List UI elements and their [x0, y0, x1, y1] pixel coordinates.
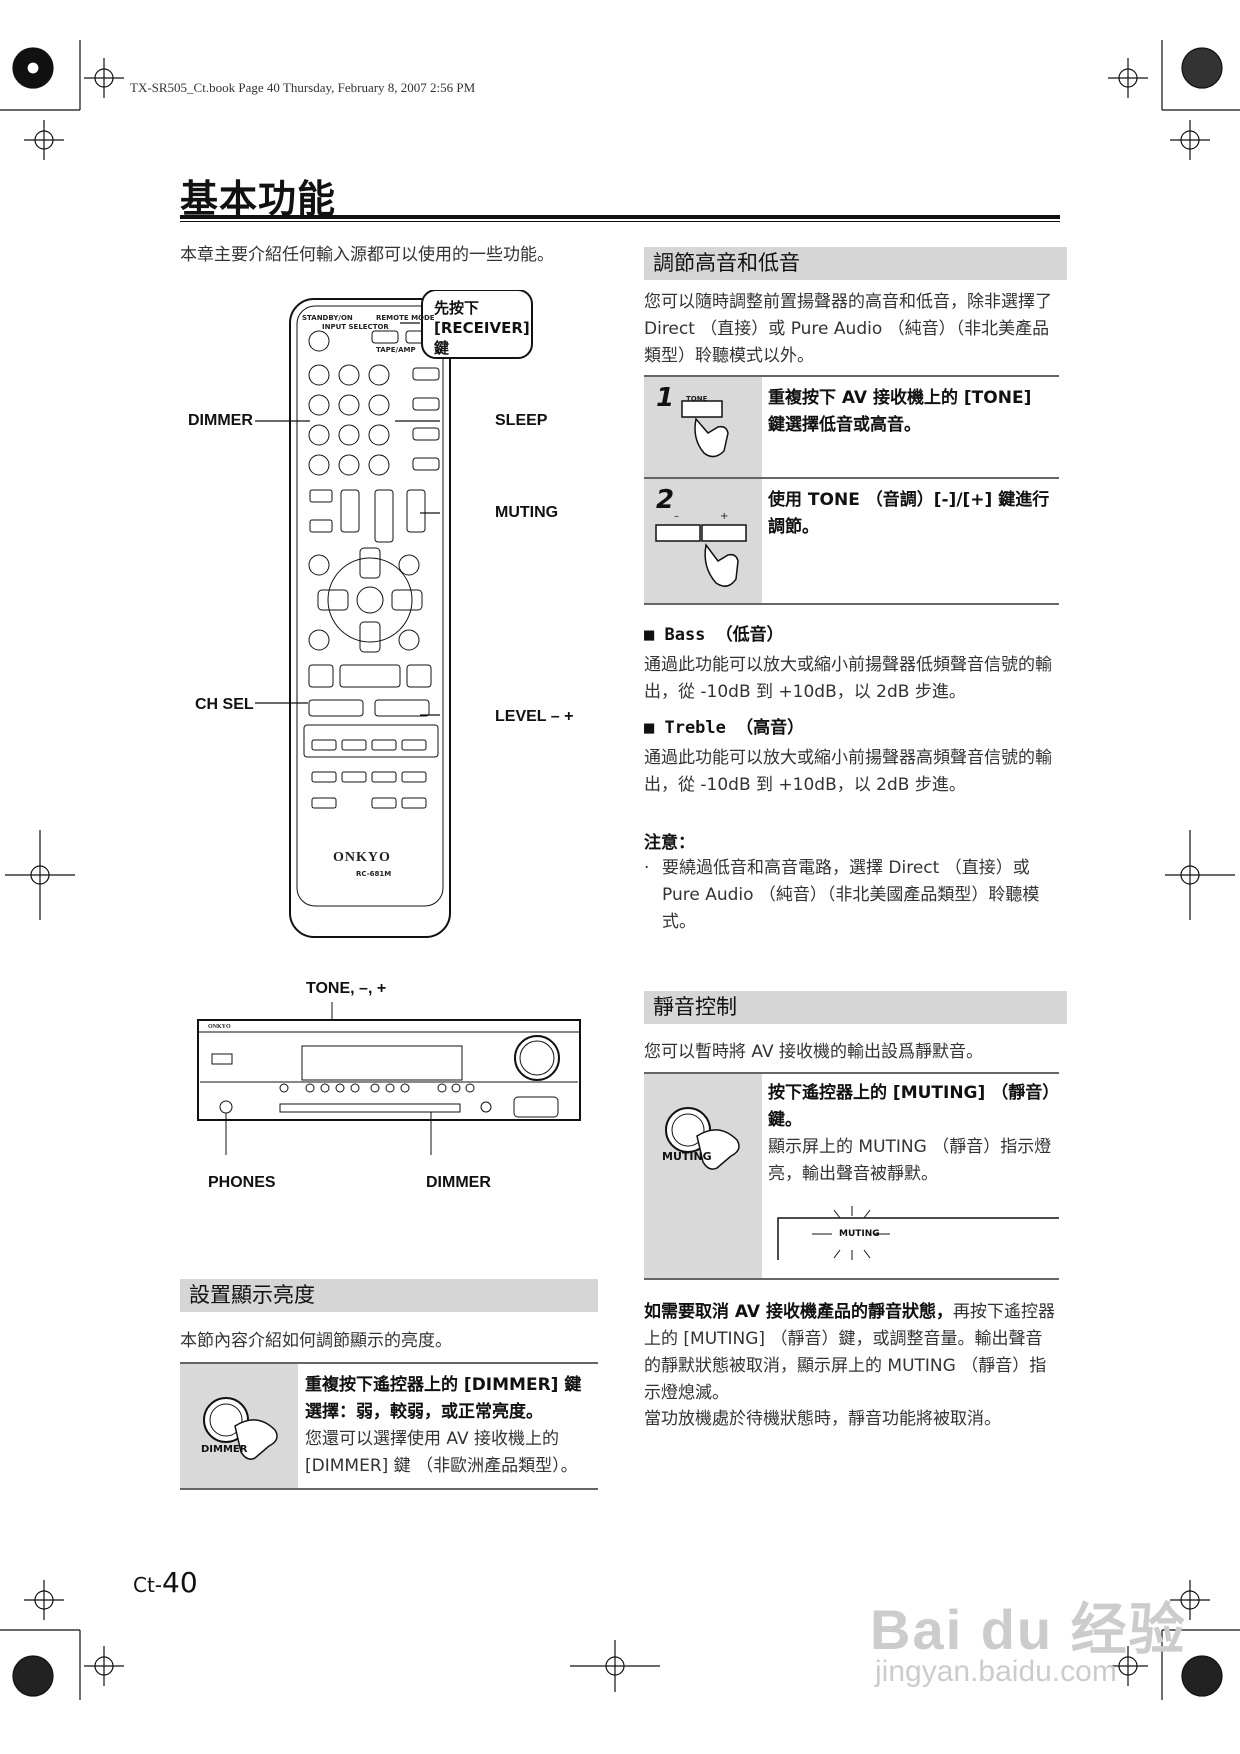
dimmer-button-label: DIMMER: [201, 1444, 248, 1455]
tone-step-1-box: 1 TONE 重複按下 AV 接收機上的 [TONE] 鍵選擇低音或高音。: [644, 375, 1059, 479]
note-text: 要繞過低音和高音電路，選擇 Direct （直接）或 Pure Audio （純…: [662, 858, 1040, 932]
remote-brand-logo: ONKYO: [333, 850, 391, 865]
mute-cancel-text: 再按下遙控器上的 [MUTING] （靜音）鍵，或調整音量。輸出聲音的靜默狀態被…: [644, 1302, 1055, 1403]
muting-label: MUTING: [495, 504, 559, 521]
tone-minus-sign: –: [674, 511, 679, 522]
muting-display-indicator: [777, 1206, 1059, 1260]
mute-step-box: MUTING 按下遙控器上的 [MUTING] （靜音）鍵。 顯示屏上的 MUT…: [644, 1072, 1059, 1280]
tone-section-intro: 您可以隨時調整前置揚聲器的高音和低音，除非選擇了 Direct （直接）或 Pu…: [644, 292, 1052, 366]
page-number-value: 40: [162, 1566, 198, 1599]
sleep-label: SLEEP: [495, 412, 548, 429]
mute-step-instruction: 按下遙控器上的 [MUTING] （靜音）鍵。: [768, 1083, 1051, 1130]
tone-step-1-number: 1: [656, 383, 675, 413]
mute-step-note: 顯示屏上的 MUTING （靜音）指示燈亮，輸出聲音被靜默。: [768, 1137, 1052, 1184]
mute-section-intro: 您可以暫時將 AV 接收機的輸出設爲靜默音。: [644, 1042, 983, 1062]
tone-plus-minus-hand: [655, 524, 747, 587]
title-rule-thin: [180, 221, 1060, 222]
bass-title: ■ Bass （低音）: [644, 625, 784, 645]
dimmer-step-box: DIMMER 重複按下遙控器上的 [DIMMER] 鍵選擇：弱，較弱，或正常亮度…: [180, 1362, 598, 1490]
remote-mode-label: REMOTE MODE: [376, 314, 435, 322]
note-bullet: ·: [644, 858, 650, 878]
treble-text: 通過此功能可以放大或縮小前揚聲器高頻聲音信號的輸出，從 -10dB 到 +10d…: [644, 748, 1052, 795]
tone-step-2-text: 使用 TONE （音調）[-]/[+] 鍵進行調節。: [768, 490, 1050, 537]
tone-button-label: TONE: [686, 395, 708, 403]
treble-title: ■ Treble （高音）: [644, 718, 805, 738]
receiver-brand-logo: ONKYO: [208, 1024, 231, 1030]
standby-label: STANDBY/ON: [302, 314, 353, 322]
dimmer-label: DIMMER: [188, 412, 253, 429]
baidu-watermark-logo: Bai du 经验: [870, 1598, 1187, 1661]
muting-button-label: MUTING: [662, 1150, 712, 1163]
tone-step-2-image: [644, 479, 762, 603]
title-rule: [180, 215, 1060, 219]
dimmer-section-heading: 設置顯示亮度: [180, 1279, 598, 1312]
page-number-prefix: Ct-: [133, 1573, 163, 1597]
mute-cancel-bold: 如需要取消 AV 接收機產品的靜音狀態，: [644, 1302, 953, 1322]
tone-step-2-number: 2: [656, 485, 675, 515]
remote-drawing: [255, 289, 533, 938]
tone-step-1-image: [644, 377, 762, 477]
dimmer-step-instruction: 重複按下遙控器上的 [DIMMER] 鍵選擇：弱，較弱，或正常亮度。: [305, 1375, 582, 1422]
tone-label: TONE, –, +: [306, 980, 387, 997]
note-title: 注意：: [644, 833, 695, 853]
ch-sel-label: CH SEL: [195, 696, 254, 713]
receiver-illustration: TONE, –, + ONKYO PHONES DIMMER: [180, 980, 600, 1200]
callout-line-1: 先按下: [434, 299, 480, 317]
receiver-drawing: [197, 1002, 581, 1155]
dimmer-section-intro: 本節內容介紹如何調節顯示的亮度。: [180, 1331, 452, 1351]
tone-step-1-text: 重複按下 AV 接收機上的 [TONE] 鍵選擇低音或高音。: [768, 388, 1032, 435]
tone-step-2-box: 2 – + 使用 TONE （音調）[-]/[+] 鍵進行調節。: [644, 477, 1059, 605]
receiver-callout: 先按下 [RECEIVER] 鍵: [434, 298, 530, 358]
level-label: LEVEL – +: [495, 708, 574, 725]
dimmer-step-note: 您還可以選擇使用 AV 接收機上的 [DIMMER] 鍵 （非歐洲產品類型）。: [305, 1429, 578, 1476]
callout-line-3: 鍵: [434, 339, 450, 357]
tone-button-hand: [681, 400, 729, 458]
phones-label: PHONES: [208, 1174, 276, 1191]
page-title: 基本功能: [180, 177, 337, 221]
mute-step-image: [644, 1074, 762, 1278]
bass-text: 通過此功能可以放大或縮小前揚聲器低頻聲音信號的輸出，從 -10dB 到 +10d…: [644, 655, 1052, 702]
remote-model: RC-681M: [356, 870, 392, 878]
mute-standby-text: 當功放機處於待機狀態時，靜音功能將被取消。: [644, 1409, 1001, 1429]
muting-display-label: MUTING: [839, 1229, 880, 1239]
receiver-dimmer-label: DIMMER: [426, 1174, 491, 1191]
mute-section-heading: 靜音控制: [644, 991, 1067, 1024]
callout-line-2: [RECEIVER]: [434, 319, 530, 337]
remote-illustration: 先按下 [RECEIVER] 鍵 STANDBY/ON REMOTE MODE …: [180, 289, 600, 940]
book-header-line: TX-SR505_Ct.book Page 40 Thursday, Febru…: [130, 80, 476, 95]
baidu-watermark-url: jingyan.baidu.com: [875, 1655, 1117, 1688]
tone-section-heading: 調節高音和低音: [644, 247, 1067, 280]
intro-text: 本章主要介紹任何輸入源都可以使用的一些功能。: [180, 245, 554, 265]
dimmer-button-hand: [203, 1397, 278, 1460]
input-selector-label: INPUT SELECTOR: [322, 323, 389, 331]
page-number: Ct-40: [133, 1566, 198, 1599]
tape-amp-label: TAPE/AMP: [376, 346, 416, 354]
muting-button-hand: [665, 1107, 740, 1170]
dimmer-step-image: [180, 1364, 298, 1488]
tone-plus-sign: +: [720, 511, 729, 522]
mute-cancel-paragraph: 如需要取消 AV 接收機產品的靜音狀態，再按下遙控器上的 [MUTING] （靜…: [644, 1299, 1059, 1407]
